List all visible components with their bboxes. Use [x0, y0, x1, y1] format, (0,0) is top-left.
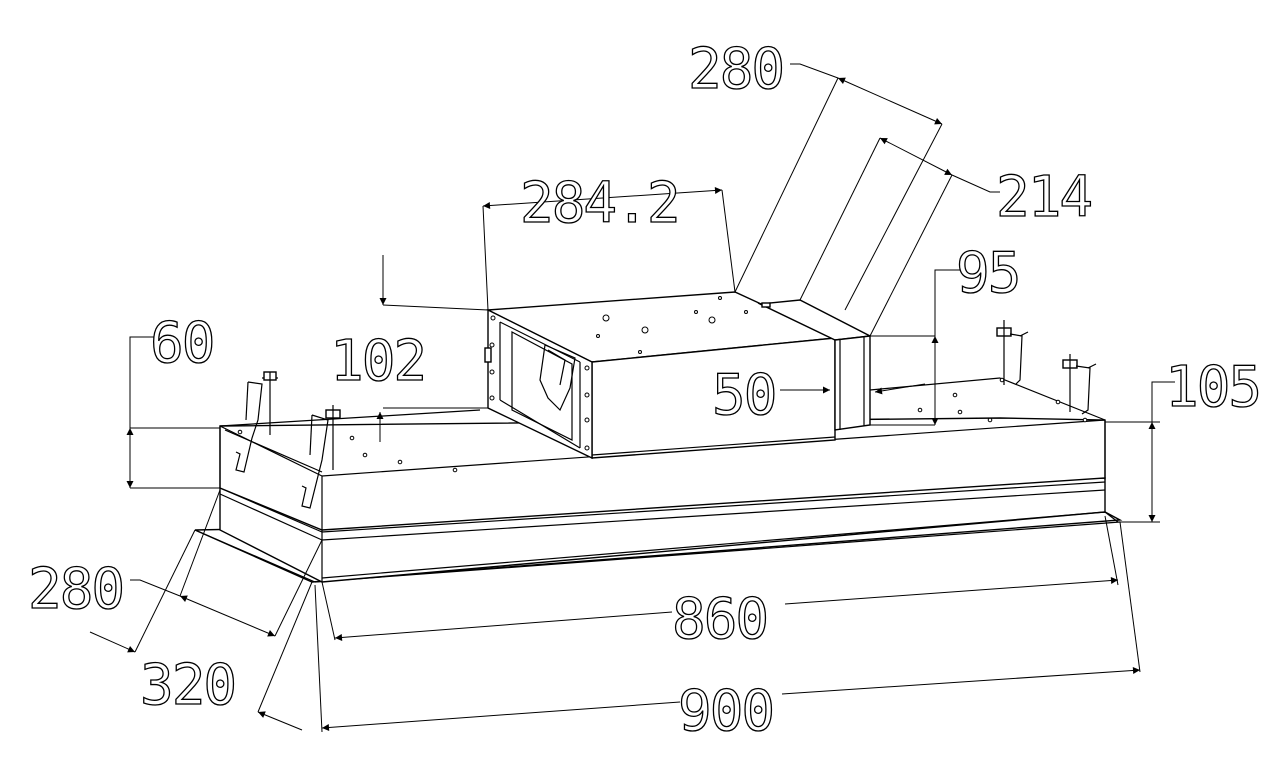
dimension-top-280: 280: [687, 36, 943, 311]
dimension-length-900: 900: [314, 521, 1141, 745]
surface-holes: [237, 377, 1088, 473]
hanger-bracket-left-2: [301, 405, 341, 509]
dimension-height-105: 105: [1105, 354, 1263, 523]
dimension-length-860: 860: [321, 515, 1119, 653]
dim-label-102: 102: [330, 329, 425, 394]
dimension-height-60: 60: [126, 310, 220, 489]
dim-label-50: 50: [712, 363, 775, 428]
dimension-width-284-2: 284.2: [482, 170, 736, 311]
dim-label-900: 900: [678, 679, 773, 744]
dimension-depth-320: 320: [89, 529, 313, 731]
dimension-height-102: 102: [329, 255, 489, 442]
dim-label-95: 95: [956, 241, 1019, 306]
dimension-height-95: 95: [868, 240, 1022, 426]
dim-label-860: 860: [672, 587, 767, 652]
dim-label-60: 60: [150, 311, 213, 376]
hanger-bracket-right-2: [1062, 354, 1097, 415]
dimension-offset-50: 50: [711, 362, 926, 429]
dim-label-320: 320: [140, 653, 235, 718]
hanger-bracket-left-1: [235, 371, 278, 473]
dim-label-284-2: 284.2: [520, 171, 679, 236]
dimension-top-214: 214: [799, 137, 1094, 337]
dimension-depth-280: 280: [27, 489, 323, 637]
dim-label-105: 105: [1165, 355, 1260, 420]
duct-plenum-box: [484, 291, 838, 460]
dim-label-depth-280: 280: [28, 557, 123, 622]
dim-label-top-280: 280: [688, 37, 783, 102]
dim-label-214: 214: [996, 165, 1091, 230]
hanger-bracket-right-1: [996, 320, 1029, 385]
